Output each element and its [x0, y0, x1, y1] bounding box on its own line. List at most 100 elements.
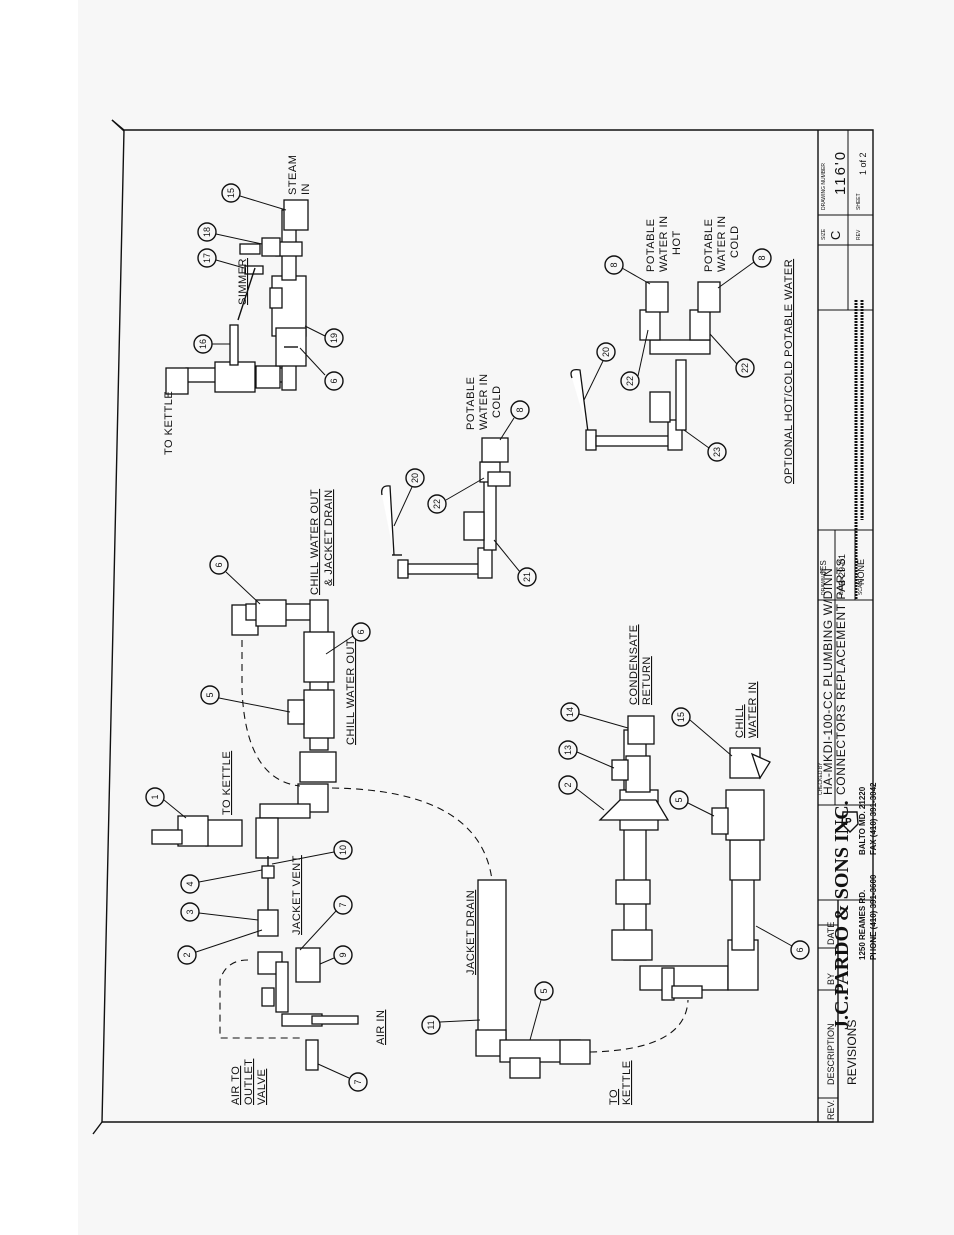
scale-label: SCALE — [858, 578, 864, 595]
svg-text:P: P — [845, 817, 852, 828]
balloon-2-vent: 2 — [177, 929, 263, 965]
balloon-22-cold: 22 — [427, 477, 485, 514]
svg-text:8: 8 — [609, 262, 619, 267]
svg-text:8: 8 — [757, 255, 767, 260]
balloon-5-chill: 5 — [200, 685, 291, 713]
svg-text:11: 11 — [426, 1020, 436, 1029]
svg-text:13: 13 — [563, 745, 573, 755]
svg-text:17: 17 — [202, 253, 212, 263]
balloon-17: 17 — [197, 248, 245, 269]
fine-print — [854, 300, 864, 600]
balloon-8-optional-cold: 8 — [717, 248, 772, 289]
balloon-13: 13 — [558, 740, 615, 769]
steam-assembly — [165, 199, 309, 395]
label-potable-cold-1: POTABLE — [465, 377, 477, 430]
drawing-number-label: DRAWING NUMBER — [821, 163, 827, 210]
label-air-to-3: VALVE — [256, 1069, 268, 1105]
svg-text:2: 2 — [182, 952, 192, 957]
svg-text:8: 8 — [515, 407, 525, 412]
label-potable-cold-3: COLD — [491, 385, 503, 418]
company-name: J.C.PARDO & SONS INC. — [831, 800, 853, 1030]
label-chill-in-2: WATER IN — [747, 681, 759, 738]
balloon-8-hot: 8 — [604, 255, 651, 285]
drawing-border — [92, 119, 874, 1135]
size-value: C — [828, 231, 843, 240]
balloon-10: 10 — [271, 840, 353, 865]
balloon-20-optional: 20 — [583, 342, 616, 401]
svg-text:22: 22 — [625, 376, 635, 386]
balloon-23: 23 — [683, 429, 727, 462]
drawn-by-label: DRAWN BY — [821, 568, 827, 595]
company-fax: FAX (410) 391-3042 — [869, 782, 878, 855]
drawing-title-line2: CONNECTORS REPLACEMENT PARTS — [834, 558, 848, 795]
date-value: 3-29-01 — [837, 554, 847, 585]
svg-text:6: 6 — [356, 629, 366, 634]
svg-text:6: 6 — [214, 562, 224, 567]
diagram-labels: TO KETTLE STEAM IN SIMMER POTABLE WATER … — [163, 155, 795, 1105]
company-address: 1250 REAMES RD. — [858, 890, 867, 960]
balloon-7-vent: 7 — [299, 895, 353, 951]
balloon-14: 14 — [560, 702, 629, 729]
svg-text:1: 1 — [150, 794, 160, 799]
balloon-2-condensate: 2 — [558, 775, 605, 811]
svg-text:5: 5 — [205, 692, 215, 697]
balloon-19: 19 — [304, 325, 344, 348]
label-to-kettle-mid: TO KETTLE — [221, 751, 233, 815]
balloon-16: 16 — [193, 334, 230, 354]
balloon-21: 21 — [493, 539, 537, 587]
potable-cold-assembly — [381, 437, 511, 579]
label-potable-cold-b-1: POTABLE — [703, 219, 715, 272]
svg-text:23: 23 — [712, 447, 722, 457]
company-phone: PHONE (410) 391-3600 — [869, 874, 878, 960]
revisions-rev-header: REV. — [826, 1100, 836, 1120]
label-potable-cold-b-3: COLD — [729, 225, 741, 258]
svg-text:14: 14 — [565, 707, 575, 717]
balloon-4: 4 — [180, 869, 263, 894]
revisions-description-header: DESCRIPTION — [826, 1023, 836, 1085]
balloon-6-bottom: 6 — [755, 925, 810, 960]
sheet-value: 1 of 2 — [858, 152, 868, 175]
label-air-to-2: OUTLET — [243, 1059, 255, 1105]
revisions-title: REVISIONS — [845, 1020, 859, 1085]
revisions-by-header: BY — [826, 973, 836, 985]
svg-text:4: 4 — [185, 881, 195, 886]
label-jacket-drain: JACKET DRAIN — [465, 890, 477, 975]
svg-text:19: 19 — [329, 333, 339, 343]
company-city: BALTO MD. 21220 — [858, 786, 867, 855]
label-potable-hot-3: HOT — [671, 230, 683, 255]
svg-text:6: 6 — [795, 947, 805, 952]
label-potable-cold-b-2: WATER IN — [716, 215, 728, 272]
label-chill-water-out: CHILL WATER OUT — [345, 639, 357, 745]
balloon-6-chill-mid: 6 — [325, 622, 371, 655]
balloon-5-drain: 5 — [529, 981, 554, 1041]
optional-potable-assembly — [570, 281, 721, 451]
svg-text:10: 10 — [338, 845, 348, 855]
svg-text:7: 7 — [338, 902, 348, 907]
drawing-number-value: 116'0 — [832, 150, 849, 195]
label-air-to-1: AIR TO — [230, 1066, 242, 1105]
balloon-22-optional-cold: 22 — [709, 333, 755, 378]
svg-text:6: 6 — [329, 378, 339, 383]
svg-text:22: 22 — [432, 499, 442, 509]
label-simmer: SIMMER — [237, 258, 249, 305]
date-label: DATE — [839, 581, 845, 595]
sheet-label: SHEET — [856, 193, 862, 210]
label-potable-hot-1: POTABLE — [645, 219, 657, 272]
label-to-kettle-bottom-1: TO — [608, 1089, 620, 1105]
balloon-5-chill-in: 5 — [669, 790, 715, 817]
label-condensate-2: RETURN — [641, 656, 653, 705]
drawing-title-line1: HA-MKDI-100-CC PLUMBING W/DINN — [821, 568, 835, 795]
balloon-3: 3 — [180, 902, 259, 922]
label-to-kettle-top: TO KETTLE — [163, 391, 175, 455]
checked-by-label: CHECKED BY — [818, 762, 824, 795]
label-chill-out-2: & JACKET DRAIN — [323, 489, 335, 586]
svg-text:15: 15 — [676, 712, 686, 722]
page-background — [78, 0, 954, 1235]
balloon-6-chill-out: 6 — [209, 555, 261, 605]
balloon-6-top: 6 — [299, 347, 344, 391]
balloon-1: 1 — [145, 787, 187, 819]
label-steam-in-2: IN — [300, 183, 312, 195]
scale-value: NONE — [856, 559, 866, 585]
